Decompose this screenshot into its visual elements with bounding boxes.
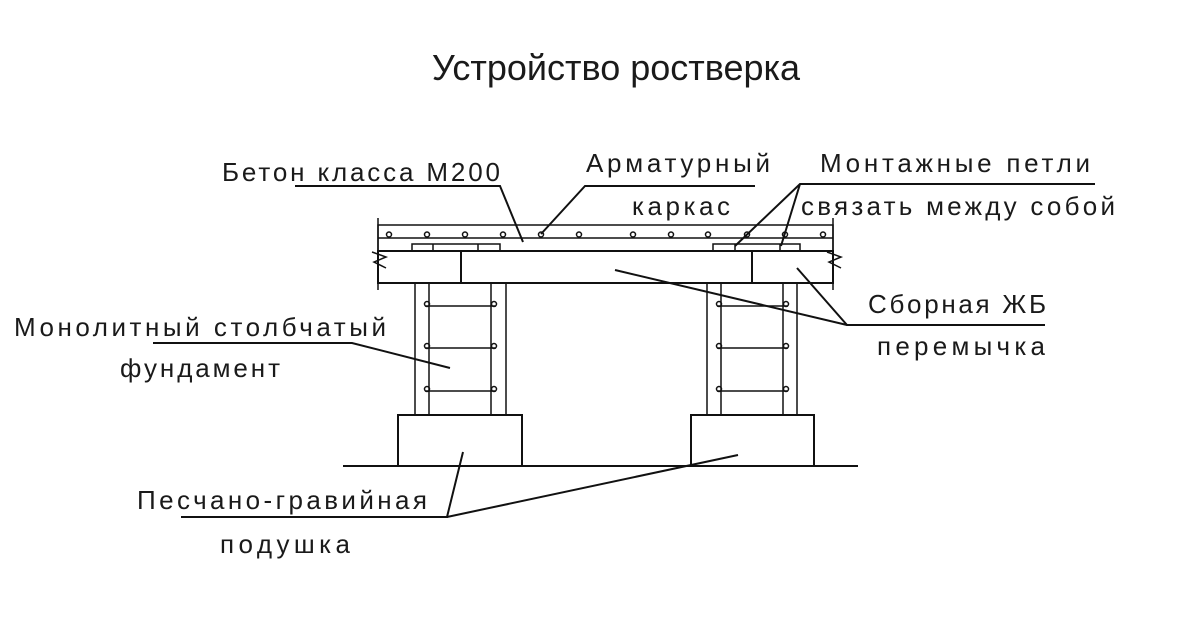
label-column-foundation-line1: Монолитный столбчатый [14, 312, 386, 342]
break-marks [371, 218, 844, 290]
diagram-title: Устройство ростверка [432, 47, 801, 88]
left-sand-gravel-cushion [397, 414, 523, 467]
right-column [706, 282, 798, 416]
right-sand-gravel-cushion [690, 414, 815, 467]
label-rebar-cage-line2: каркас [632, 191, 730, 221]
label-mounting-loops-line2: связать между собой [801, 191, 1115, 221]
concrete-slab [377, 224, 834, 252]
label-cushion-line1: Песчано-гравийная [137, 485, 427, 515]
mounting-loops-right [712, 243, 801, 252]
mounting-loops-left [411, 243, 501, 252]
label-precast-beam-line2: перемычка [877, 331, 1046, 361]
left-column [414, 282, 507, 416]
label-precast-beam-line1: Сборная ЖБ [868, 289, 1046, 319]
label-concrete-grade: Бетон класса М200 [222, 157, 500, 187]
precast-beam [377, 250, 834, 284]
label-mounting-loops-line1: Монтажные петли [820, 148, 1090, 178]
label-rebar-cage-line1: Арматурный [586, 148, 770, 178]
leader-lines [153, 183, 1095, 518]
label-column-foundation-line2: фундамент [120, 353, 280, 383]
label-cushion-line2: подушка [220, 529, 351, 559]
